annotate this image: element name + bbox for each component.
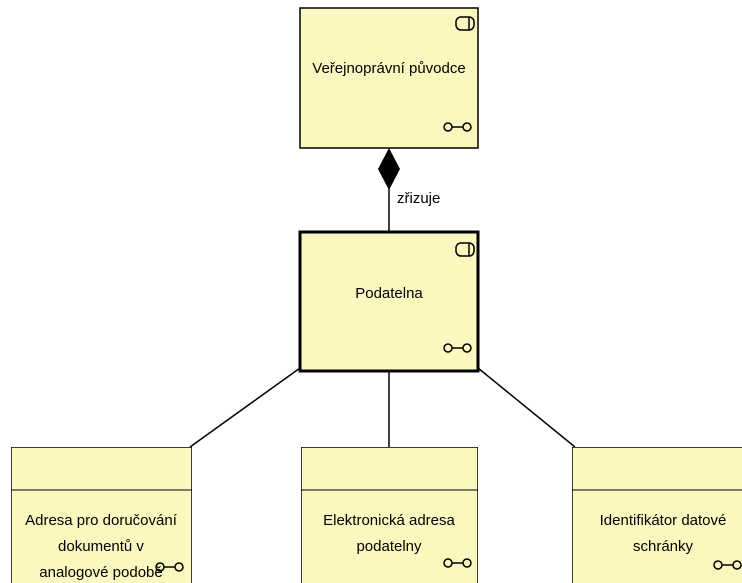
node-label-line: Veřejnoprávní původce xyxy=(312,60,465,77)
node-adresa-analogove[interactable]: Adresa pro doručování dokumentů v analog… xyxy=(11,447,192,583)
business-object-icon xyxy=(455,242,475,257)
association-icon xyxy=(443,122,472,132)
node-label-line: schránky xyxy=(633,538,694,555)
edge-label-zrizuje: zřizuje xyxy=(397,190,440,207)
node-label-line: Adresa pro doručování xyxy=(25,512,178,529)
node-label-line: dokumentů v xyxy=(58,538,144,555)
node-elektronicka-adresa[interactable]: Elektronická adresa podatelny xyxy=(301,447,478,583)
association-icon xyxy=(155,562,184,572)
edge-mid-left xyxy=(189,367,301,448)
composition-diamond xyxy=(378,148,400,190)
node-identifikator-datove-schranky[interactable]: Identifikátor datové schránky xyxy=(572,447,742,583)
association-icon xyxy=(443,558,472,568)
edge-mid-right xyxy=(477,367,576,448)
node-label-line: podatelny xyxy=(356,538,422,555)
business-object-icon xyxy=(455,16,475,31)
association-icon xyxy=(443,343,472,353)
node-verejnopravni-puvodce[interactable]: Veřejnoprávní původce xyxy=(299,7,479,149)
node-label-line: Identifikátor datové xyxy=(600,512,727,529)
node-podatelna[interactable]: Podatelna xyxy=(298,230,480,373)
node-label-line: analogové podobě xyxy=(39,564,162,581)
association-icon xyxy=(713,560,742,570)
node-label-line: Elektronická adresa xyxy=(323,512,455,529)
node-label-line: Podatelna xyxy=(355,285,423,302)
